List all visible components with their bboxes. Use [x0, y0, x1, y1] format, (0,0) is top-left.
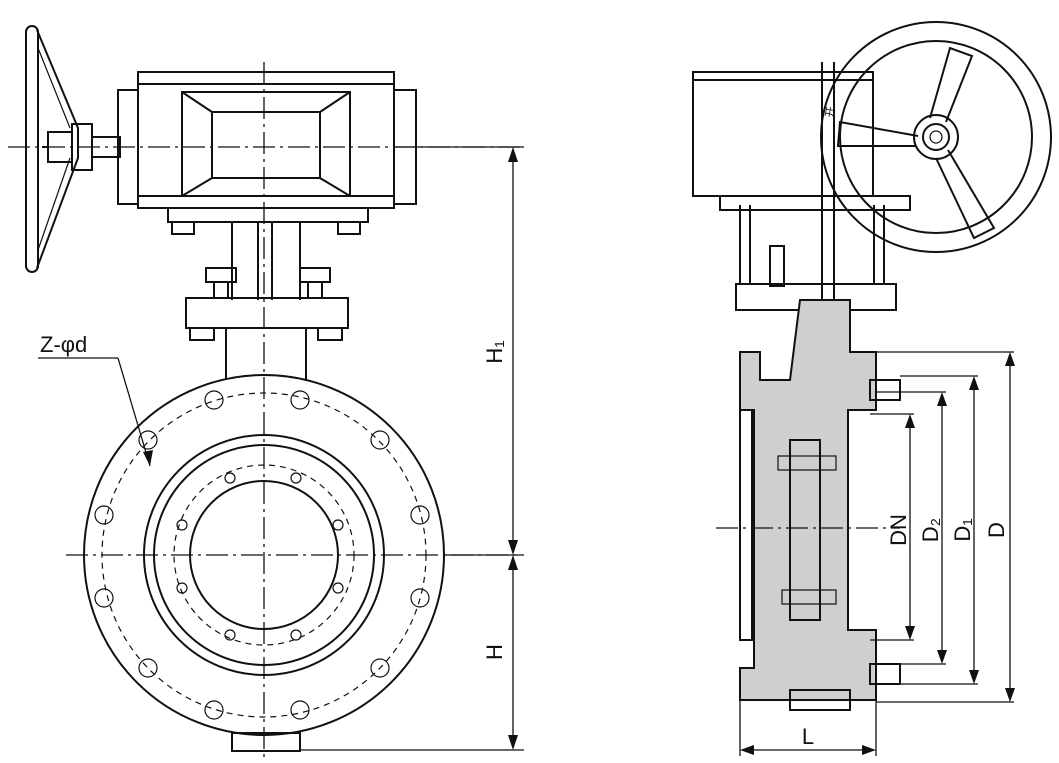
label-h: H [482, 644, 507, 660]
leader-z-phi-d [38, 357, 153, 467]
inner-bolt-holes [176, 472, 344, 641]
label-d: D [984, 522, 1009, 538]
label-open-mark: 开 [823, 105, 838, 118]
front-gearbox [117, 71, 417, 235]
dimension-h1-h [300, 146, 524, 751]
front-handwheel [25, 25, 121, 273]
dimension-diameters [870, 351, 1015, 703]
dimension-l [739, 700, 877, 756]
front-view [8, 25, 524, 758]
label-h1: H₁ [482, 340, 507, 363]
label-d2: D₂ [918, 518, 943, 542]
side-handwheel [820, 21, 1052, 253]
label-z-phi-d: Z-φd [40, 332, 87, 357]
front-stem-bracket [185, 222, 349, 380]
side-view [692, 21, 1052, 756]
label-dn: DN [886, 514, 911, 546]
label-l: L [802, 724, 814, 749]
label-d1: D₁ [950, 518, 975, 541]
outer-bolt-holes [94, 390, 430, 720]
